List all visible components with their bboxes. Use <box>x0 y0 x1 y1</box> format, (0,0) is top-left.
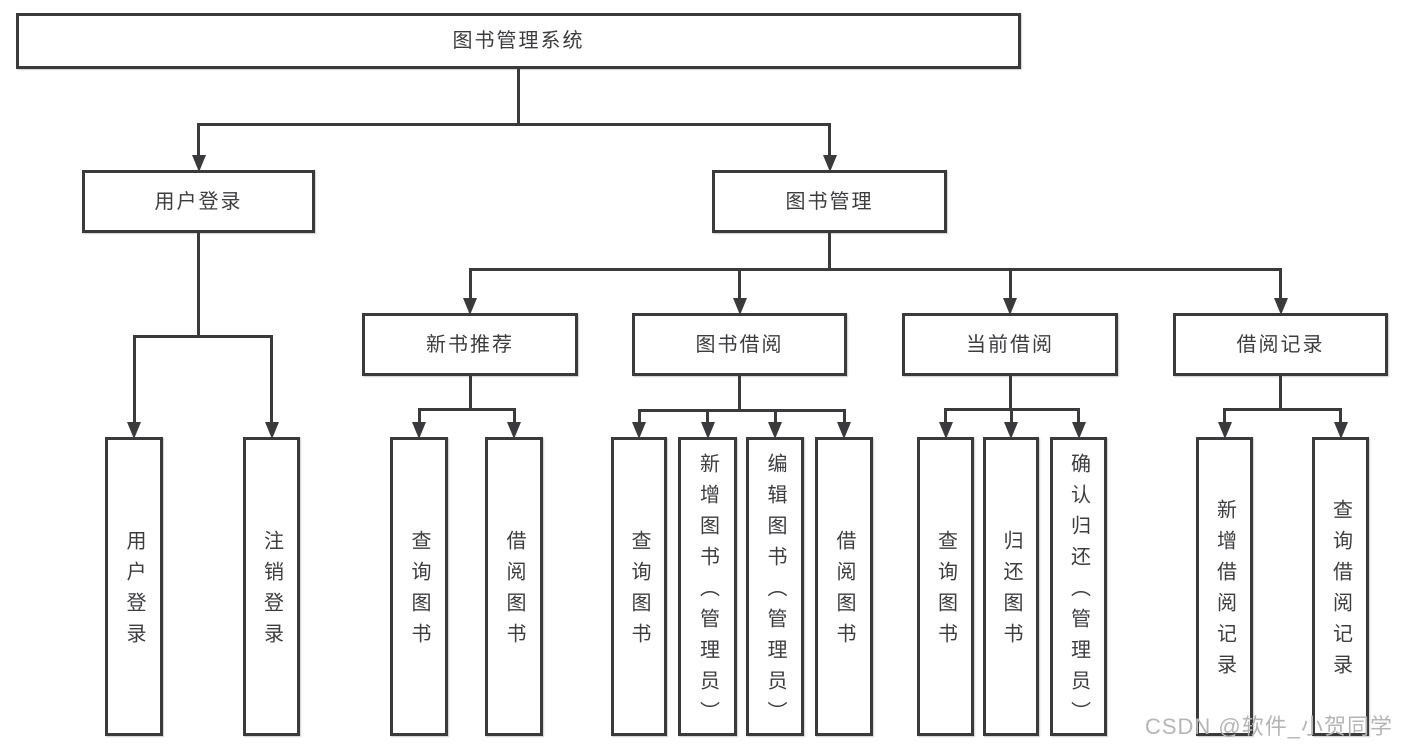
connector-stem-new-book <box>468 374 472 410</box>
connector-drop-leaf-user-login <box>132 335 136 422</box>
connector-drop-bb-edit <box>773 409 777 422</box>
arrow-down-icon-cb-confirm <box>1071 422 1086 439</box>
node-bb-query: 查询图书 <box>611 437 667 736</box>
connector-drop-book-borrow <box>738 268 741 298</box>
connector-stem-book-mgmt <box>828 231 831 270</box>
node-bb-edit: 编辑图书（管理员） <box>746 437 804 736</box>
arrow-down-icon-nb-query <box>412 422 426 439</box>
node-cb-return: 归还图书 <box>983 437 1039 736</box>
connector-stem-current-borrow <box>1008 374 1012 410</box>
connector-stem-book-borrow <box>738 374 741 411</box>
connector-bar-root <box>197 123 831 126</box>
node-label-borrow-record: 借阅记录 <box>1236 333 1325 356</box>
connector-stem-borrow-record <box>1279 374 1282 410</box>
node-label-book-borrow: 图书借阅 <box>695 333 784 356</box>
connector-drop-nb-query <box>417 408 421 422</box>
connector-drop-nb-borrow <box>512 408 516 422</box>
arrow-down-icon-cb-return <box>1004 422 1018 439</box>
node-label-nb-query: 查询图书 <box>408 530 430 654</box>
node-label-cb-query: 查询图书 <box>934 530 957 654</box>
arrow-down-icon-new-book <box>463 298 477 315</box>
node-label-br-query: 查询借阅记录 <box>1329 499 1352 685</box>
arrow-down-icon-user-login <box>191 155 206 172</box>
arrow-down-icon-bb-add <box>700 422 715 439</box>
node-new-book: 新书推荐 <box>362 313 578 376</box>
connector-drop-user-login <box>197 123 200 155</box>
node-book-mgmt: 图书管理 <box>712 170 947 233</box>
node-label-book-mgmt: 图书管理 <box>785 190 874 213</box>
arrow-down-icon-nb-borrow <box>507 422 521 439</box>
arrow-down-icon-cb-query <box>938 422 953 439</box>
arrow-down-icon-current-borrow <box>1003 298 1017 315</box>
arrow-down-icon-book-borrow <box>732 298 747 315</box>
connector-drop-bb-borrow <box>842 409 846 422</box>
arrow-down-icon-leaf-user-login <box>127 422 141 439</box>
node-label-leaf-logout: 注销登录 <box>260 530 283 654</box>
node-label-cb-confirm: 确认归还（管理员） <box>1067 452 1090 732</box>
node-label-leaf-user-login: 用户登录 <box>123 530 145 654</box>
connector-drop-cb-return <box>1009 408 1013 422</box>
arrow-down-icon-bb-query <box>632 422 646 439</box>
node-root: 图书管理系统 <box>16 13 1021 69</box>
connector-drop-new-book <box>468 268 472 298</box>
connector-bar-new-book <box>417 408 516 411</box>
node-label-cb-return: 归还图书 <box>1000 530 1022 654</box>
arrow-down-icon-leaf-logout <box>264 422 279 439</box>
connector-drop-cb-query <box>944 408 947 422</box>
node-br-query: 查询借阅记录 <box>1312 437 1369 736</box>
node-label-root: 图书管理系统 <box>452 30 585 52</box>
node-label-new-book: 新书推荐 <box>426 333 514 356</box>
node-cb-query: 查询图书 <box>917 437 974 736</box>
node-bb-add: 新增图书（管理员） <box>678 437 737 736</box>
node-book-borrow: 图书借阅 <box>632 313 847 376</box>
connector-drop-book-mgmt <box>828 123 831 155</box>
node-bb-borrow: 借阅图书 <box>815 437 873 736</box>
node-label-br-add: 新增借阅记录 <box>1213 499 1236 685</box>
node-leaf-logout: 注销登录 <box>243 437 300 736</box>
connector-drop-current-borrow <box>1008 268 1012 298</box>
node-leaf-user-login: 用户登录 <box>105 437 163 736</box>
connector-drop-bb-add <box>706 409 709 422</box>
node-label-current-borrow: 当前借阅 <box>966 333 1054 356</box>
connector-bar-book-borrow <box>637 409 846 412</box>
connector-drop-borrow-record <box>1279 268 1282 298</box>
node-label-user-login: 用户登录 <box>154 190 243 213</box>
arrow-down-icon-borrow-record <box>1273 298 1288 315</box>
arrow-down-icon-bb-edit <box>768 422 782 439</box>
arrow-down-icon-br-query <box>1333 422 1348 439</box>
node-user-login: 用户登录 <box>82 170 315 233</box>
node-nb-borrow: 借阅图书 <box>485 437 543 736</box>
connector-drop-br-query <box>1339 408 1342 422</box>
arrow-down-icon-bb-borrow <box>837 422 851 439</box>
node-label-nb-borrow: 借阅图书 <box>503 530 525 654</box>
connector-drop-bb-query <box>637 409 641 422</box>
node-label-bb-query: 查询图书 <box>628 530 650 654</box>
csdn-watermark: CSDN @软件_小贺同学 <box>1144 714 1393 739</box>
node-label-bb-edit: 编辑图书（管理员） <box>764 452 786 732</box>
node-label-bb-add: 新增图书（管理员） <box>696 452 719 732</box>
arrow-down-icon-br-add <box>1217 422 1232 439</box>
connector-drop-cb-confirm <box>1077 408 1080 422</box>
connector-drop-leaf-logout <box>270 335 273 422</box>
connector-stem-user-login <box>197 231 200 337</box>
connector-stem-root <box>517 67 520 125</box>
connector-bar-user-login <box>132 335 273 338</box>
node-current-borrow: 当前借阅 <box>902 313 1118 376</box>
node-nb-query: 查询图书 <box>390 437 448 736</box>
node-borrow-record: 借阅记录 <box>1173 313 1388 376</box>
connector-drop-br-add <box>1223 408 1226 422</box>
connector-bar-borrow-record <box>1223 408 1342 411</box>
node-cb-confirm: 确认归还（管理员） <box>1050 437 1107 736</box>
arrow-down-icon-book-mgmt <box>822 155 837 172</box>
connector-bar-book-mgmt <box>468 268 1282 271</box>
node-label-bb-borrow: 借阅图书 <box>833 530 855 654</box>
node-br-add: 新增借阅记录 <box>1196 437 1253 736</box>
